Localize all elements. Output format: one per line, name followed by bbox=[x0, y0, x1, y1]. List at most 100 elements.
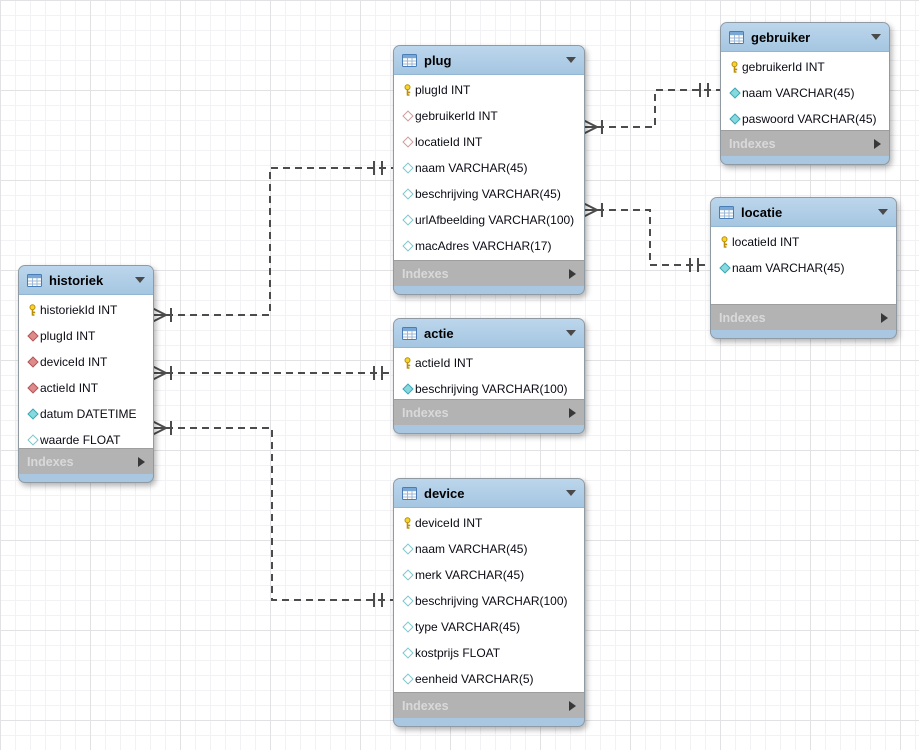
table-device[interactable]: device deviceId INT naam VARCHAR(45) mer… bbox=[393, 478, 585, 727]
attribute-icon bbox=[400, 383, 415, 395]
table-icon bbox=[402, 53, 417, 67]
column-row[interactable]: macAdres VARCHAR(17) bbox=[394, 233, 584, 259]
primary-key-icon bbox=[25, 303, 40, 317]
column-row[interactable]: eenheid VARCHAR(5) bbox=[394, 666, 584, 692]
indexes-row[interactable]: Indexes bbox=[394, 692, 584, 718]
column-row[interactable]: beschrijving VARCHAR(100) bbox=[394, 376, 584, 399]
table-header[interactable]: device bbox=[394, 479, 584, 508]
table-bottom-strip bbox=[394, 286, 584, 294]
primary-key-icon bbox=[717, 235, 732, 249]
column-row[interactable]: waarde FLOAT bbox=[19, 427, 153, 448]
column-row[interactable]: naam VARCHAR(45) bbox=[394, 155, 584, 181]
table-gebruiker[interactable]: gebruiker gebruikerId INT naam VARCHAR(4… bbox=[720, 22, 890, 165]
primary-key-icon bbox=[400, 356, 415, 370]
expand-arrow-icon[interactable] bbox=[874, 138, 881, 149]
table-bottom-strip bbox=[711, 330, 896, 338]
column-row[interactable]: beschrijving VARCHAR(100) bbox=[394, 588, 584, 614]
column-row[interactable]: actieId INT bbox=[394, 350, 584, 376]
attribute-icon bbox=[400, 647, 415, 659]
table-header[interactable]: actie bbox=[394, 319, 584, 348]
primary-key-icon bbox=[727, 60, 742, 74]
column-row[interactable]: historiekId INT bbox=[19, 297, 153, 323]
indexes-row[interactable]: Indexes bbox=[19, 448, 153, 474]
table-header[interactable]: plug bbox=[394, 46, 584, 75]
table-header[interactable]: locatie bbox=[711, 198, 896, 227]
table-columns: locatieId INT naam VARCHAR(45) bbox=[711, 227, 896, 304]
column-row[interactable]: naam VARCHAR(45) bbox=[721, 80, 889, 106]
collapse-arrow-icon[interactable] bbox=[566, 490, 576, 496]
column-row[interactable]: deviceId INT bbox=[394, 510, 584, 536]
attribute-icon bbox=[400, 543, 415, 555]
indexes-row[interactable]: Indexes bbox=[711, 304, 896, 330]
attribute-icon bbox=[25, 434, 40, 446]
relationship-historiek-actie[interactable] bbox=[151, 365, 393, 381]
table-historiek[interactable]: historiek historiekId INT plugId INT dev… bbox=[18, 265, 154, 483]
primary-key-icon bbox=[400, 516, 415, 530]
column-label: datum DATETIME bbox=[40, 407, 137, 421]
table-plug[interactable]: plug plugId INT gebruikerId INT locatieI… bbox=[393, 45, 585, 295]
indexes-row[interactable]: Indexes bbox=[721, 130, 889, 156]
table-title: locatie bbox=[741, 204, 783, 220]
relationship-historiek-plug[interactable] bbox=[151, 161, 393, 323]
foreign-key-icon bbox=[400, 110, 415, 122]
column-row[interactable]: plugId INT bbox=[19, 323, 153, 349]
column-row[interactable]: beschrijving VARCHAR(45) bbox=[394, 181, 584, 207]
indexes-label: Indexes bbox=[729, 136, 776, 151]
attribute-icon bbox=[400, 214, 415, 226]
column-row[interactable]: gebruikerId INT bbox=[721, 54, 889, 80]
collapse-arrow-icon[interactable] bbox=[878, 209, 888, 215]
column-row[interactable]: urlAfbeelding VARCHAR(100) bbox=[394, 207, 584, 233]
column-row[interactable]: naam VARCHAR(45) bbox=[394, 536, 584, 562]
column-row[interactable]: actieId INT bbox=[19, 375, 153, 401]
expand-arrow-icon[interactable] bbox=[138, 456, 145, 467]
table-bottom-strip bbox=[19, 474, 153, 482]
collapse-arrow-icon[interactable] bbox=[135, 277, 145, 283]
table-bottom-strip bbox=[721, 156, 889, 164]
expand-arrow-icon[interactable] bbox=[569, 700, 576, 711]
column-row[interactable]: merk VARCHAR(45) bbox=[394, 562, 584, 588]
collapse-arrow-icon[interactable] bbox=[566, 330, 576, 336]
expand-arrow-icon[interactable] bbox=[569, 407, 576, 418]
expand-arrow-icon[interactable] bbox=[881, 312, 888, 323]
column-row[interactable]: deviceId INT bbox=[19, 349, 153, 375]
column-row[interactable]: plugId INT bbox=[394, 77, 584, 103]
relationship-plug-locatie[interactable] bbox=[582, 202, 710, 272]
column-label: actieId INT bbox=[40, 381, 99, 395]
column-row[interactable]: gebruikerId INT bbox=[394, 103, 584, 129]
collapse-arrow-icon[interactable] bbox=[871, 34, 881, 40]
column-row[interactable]: locatieId INT bbox=[711, 229, 896, 255]
indexes-label: Indexes bbox=[402, 698, 449, 713]
indexes-row[interactable]: Indexes bbox=[394, 260, 584, 286]
table-header[interactable]: gebruiker bbox=[721, 23, 889, 52]
column-label: deviceId INT bbox=[415, 516, 483, 530]
table-bottom-strip bbox=[394, 425, 584, 433]
table-locatie[interactable]: locatie locatieId INT naam VARCHAR(45) I… bbox=[710, 197, 897, 339]
table-header[interactable]: historiek bbox=[19, 266, 153, 295]
table-actie[interactable]: actie actieId INT beschrijving VARCHAR(1… bbox=[393, 318, 585, 434]
column-label: kostprijs FLOAT bbox=[415, 646, 501, 660]
column-label: locatieId INT bbox=[415, 135, 483, 149]
column-label: eenheid VARCHAR(5) bbox=[415, 672, 534, 686]
column-label: waarde FLOAT bbox=[40, 433, 121, 447]
column-row[interactable]: datum DATETIME bbox=[19, 401, 153, 427]
column-row[interactable]: paswoord VARCHAR(45) bbox=[721, 106, 889, 130]
indexes-label: Indexes bbox=[27, 454, 74, 469]
column-row[interactable]: type VARCHAR(45) bbox=[394, 614, 584, 640]
table-icon bbox=[729, 30, 744, 44]
expand-arrow-icon[interactable] bbox=[569, 268, 576, 279]
column-row[interactable]: naam VARCHAR(45) bbox=[711, 255, 896, 281]
column-row[interactable]: kostprijs FLOAT bbox=[394, 640, 584, 666]
relationship-plug-gebruiker[interactable] bbox=[582, 83, 720, 135]
foreign-key-icon bbox=[25, 330, 40, 342]
table-icon bbox=[719, 205, 734, 219]
column-row[interactable]: locatieId INT bbox=[394, 129, 584, 155]
attribute-icon bbox=[400, 595, 415, 607]
column-label: naam VARCHAR(45) bbox=[415, 161, 528, 175]
table-columns: plugId INT gebruikerId INT locatieId INT… bbox=[394, 75, 584, 260]
attribute-icon bbox=[727, 113, 742, 125]
indexes-row[interactable]: Indexes bbox=[394, 399, 584, 425]
collapse-arrow-icon[interactable] bbox=[566, 57, 576, 63]
relationship-historiek-device[interactable] bbox=[151, 420, 393, 607]
